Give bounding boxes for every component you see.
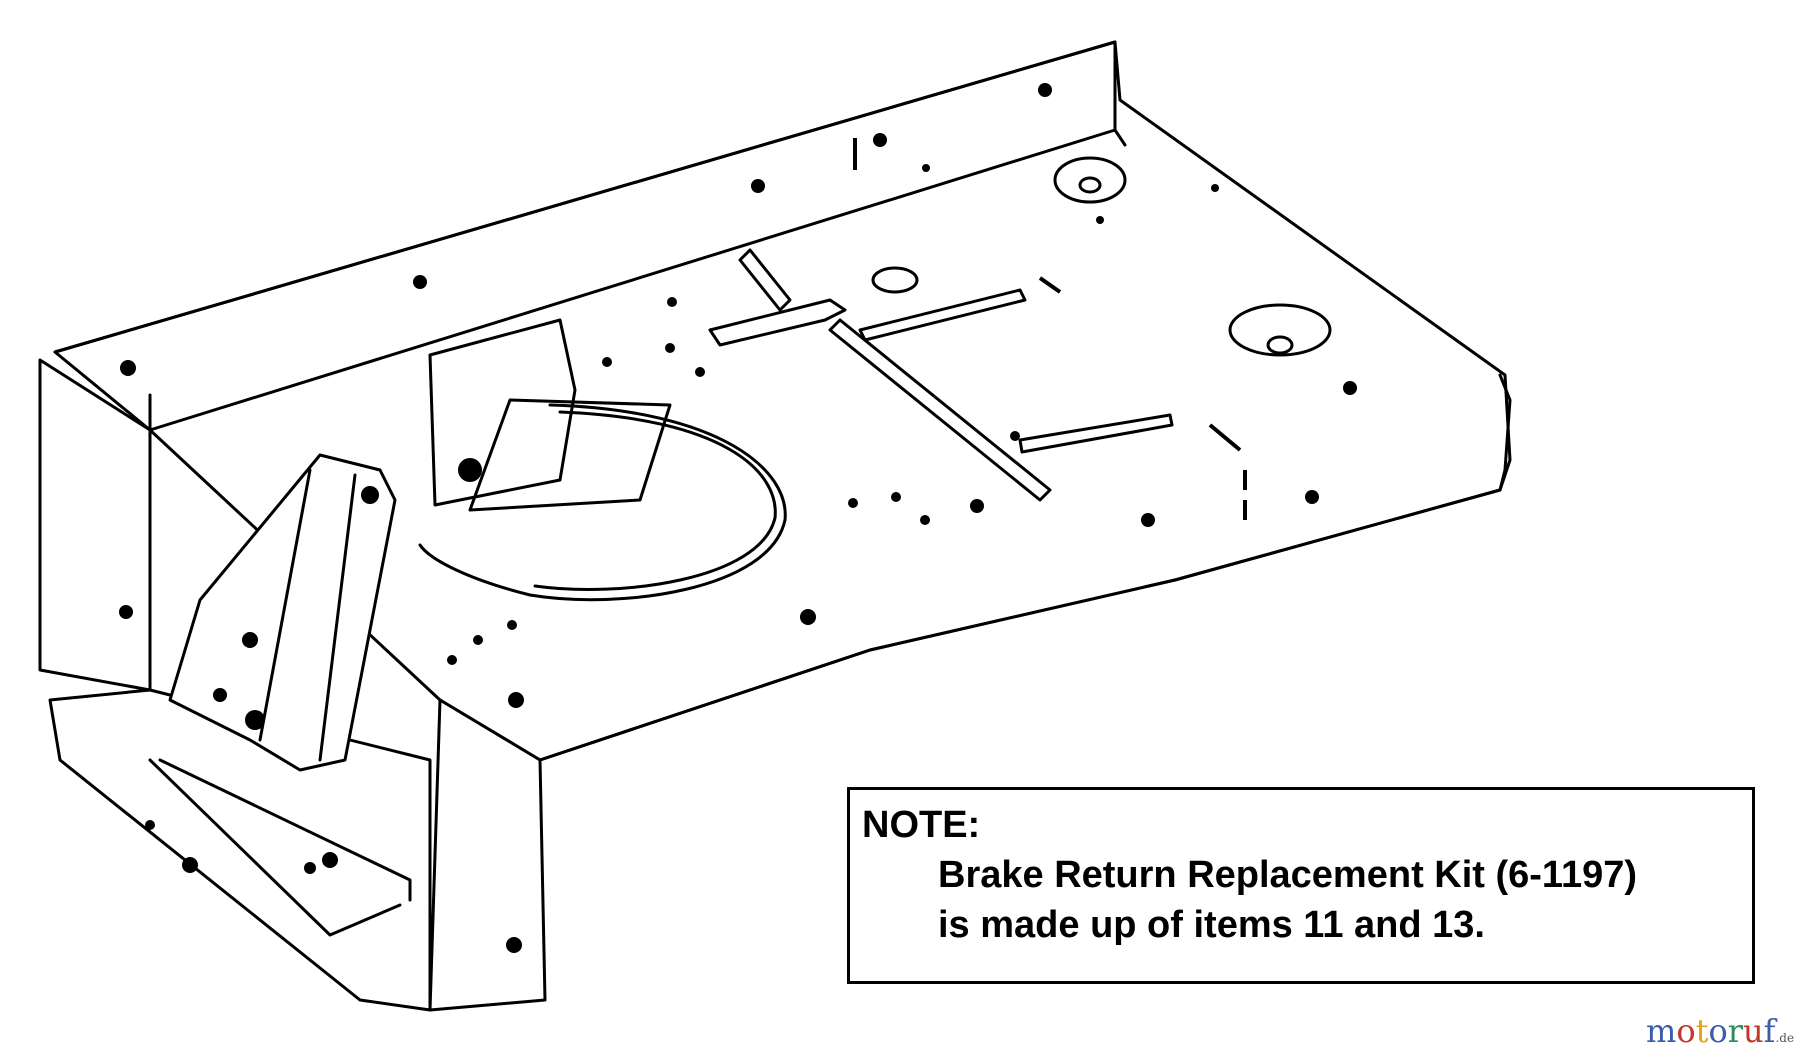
bolt-holes — [119, 83, 1357, 953]
mounting-bracket — [428, 318, 577, 507]
hub-rear — [1053, 156, 1127, 204]
return-spring — [708, 298, 847, 347]
front-face-panel — [428, 698, 547, 1012]
watermark-letter: r — [1727, 1012, 1744, 1050]
slot-marks — [853, 138, 1247, 520]
note-line-1: Brake Return Replacement Kit (6-1197) — [938, 854, 1638, 896]
watermark-text: motoruf — [1646, 1012, 1775, 1050]
note-line-2: is made up of items 11 and 13. — [938, 904, 1485, 946]
lower-bracket — [48, 688, 432, 1012]
hub-left — [871, 266, 919, 294]
rail-lower — [1018, 413, 1174, 454]
watermark-letter: m — [1646, 1012, 1677, 1050]
watermark-letter: f — [1763, 1012, 1776, 1050]
pulley-opening — [418, 403, 787, 602]
rail-upper — [858, 288, 1027, 342]
slide-bar — [828, 318, 1052, 502]
motoruf-watermark: motoruf.de — [1646, 1012, 1794, 1050]
rear-flange — [53, 40, 1117, 432]
watermark-suffix: .de — [1775, 1031, 1795, 1045]
note-box: NOTE: Brake Return Replacement Kit (6-11… — [847, 787, 1755, 984]
watermark-letter: o — [1676, 1012, 1696, 1050]
watermark-letter: u — [1743, 1012, 1764, 1050]
hub-right — [1228, 303, 1332, 357]
watermark-letter: o — [1708, 1012, 1728, 1050]
note-heading: NOTE: — [862, 804, 981, 846]
watermark-letter: t — [1695, 1012, 1709, 1050]
